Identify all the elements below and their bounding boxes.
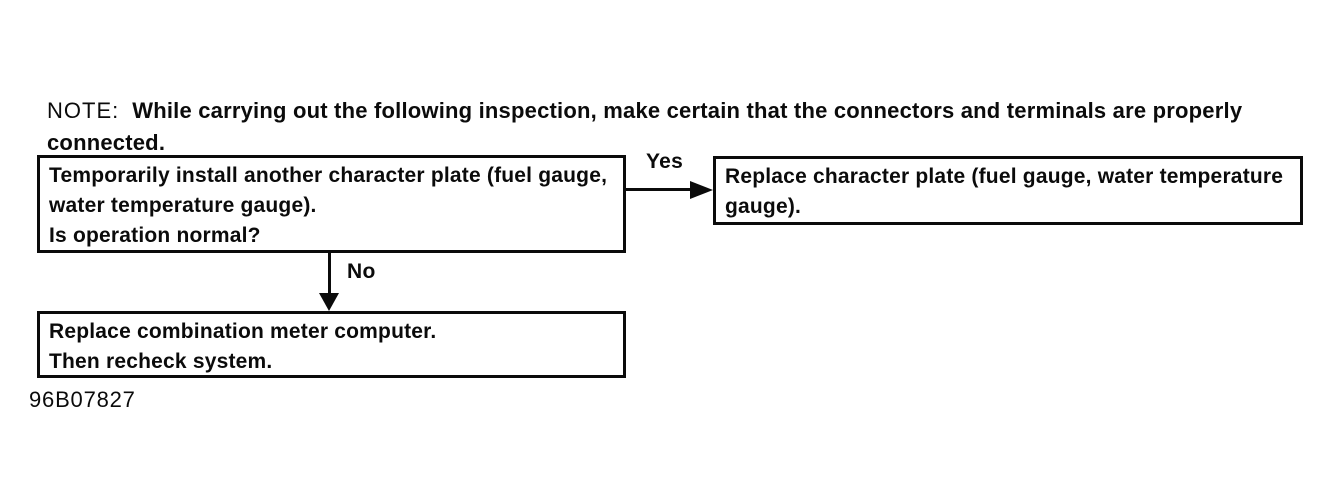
- box-text-line: Replace combination meter computer.: [49, 320, 437, 343]
- figure-code: 96B07827: [29, 387, 136, 412]
- yes-connector-label: Yes: [646, 150, 684, 173]
- flowchart-box-no-outcome: Replace combination meter computer. Then…: [37, 311, 626, 378]
- box-text-line: Then recheck system.: [49, 350, 273, 373]
- note-label: NOTE:: [47, 98, 120, 123]
- no-connector-label: No: [347, 260, 376, 283]
- box-text-line: Temporarily install another character pl…: [49, 164, 608, 217]
- flowchart-box-yes-outcome: Replace character plate (fuel gauge, wat…: [713, 156, 1303, 225]
- box-text-line: Is operation normal?: [49, 224, 261, 247]
- down-arrowhead: [319, 293, 339, 311]
- inspection-note: NOTE:While carrying out the following in…: [47, 95, 1252, 159]
- flowchart-box-question: Temporarily install another character pl…: [37, 155, 626, 253]
- no-connector-line: [328, 253, 331, 296]
- yes-connector-line: [626, 188, 692, 191]
- note-text: While carrying out the following inspect…: [47, 98, 1243, 155]
- box-text-line: Replace character plate (fuel gauge, wat…: [725, 165, 1284, 218]
- right-arrowhead: [690, 181, 713, 199]
